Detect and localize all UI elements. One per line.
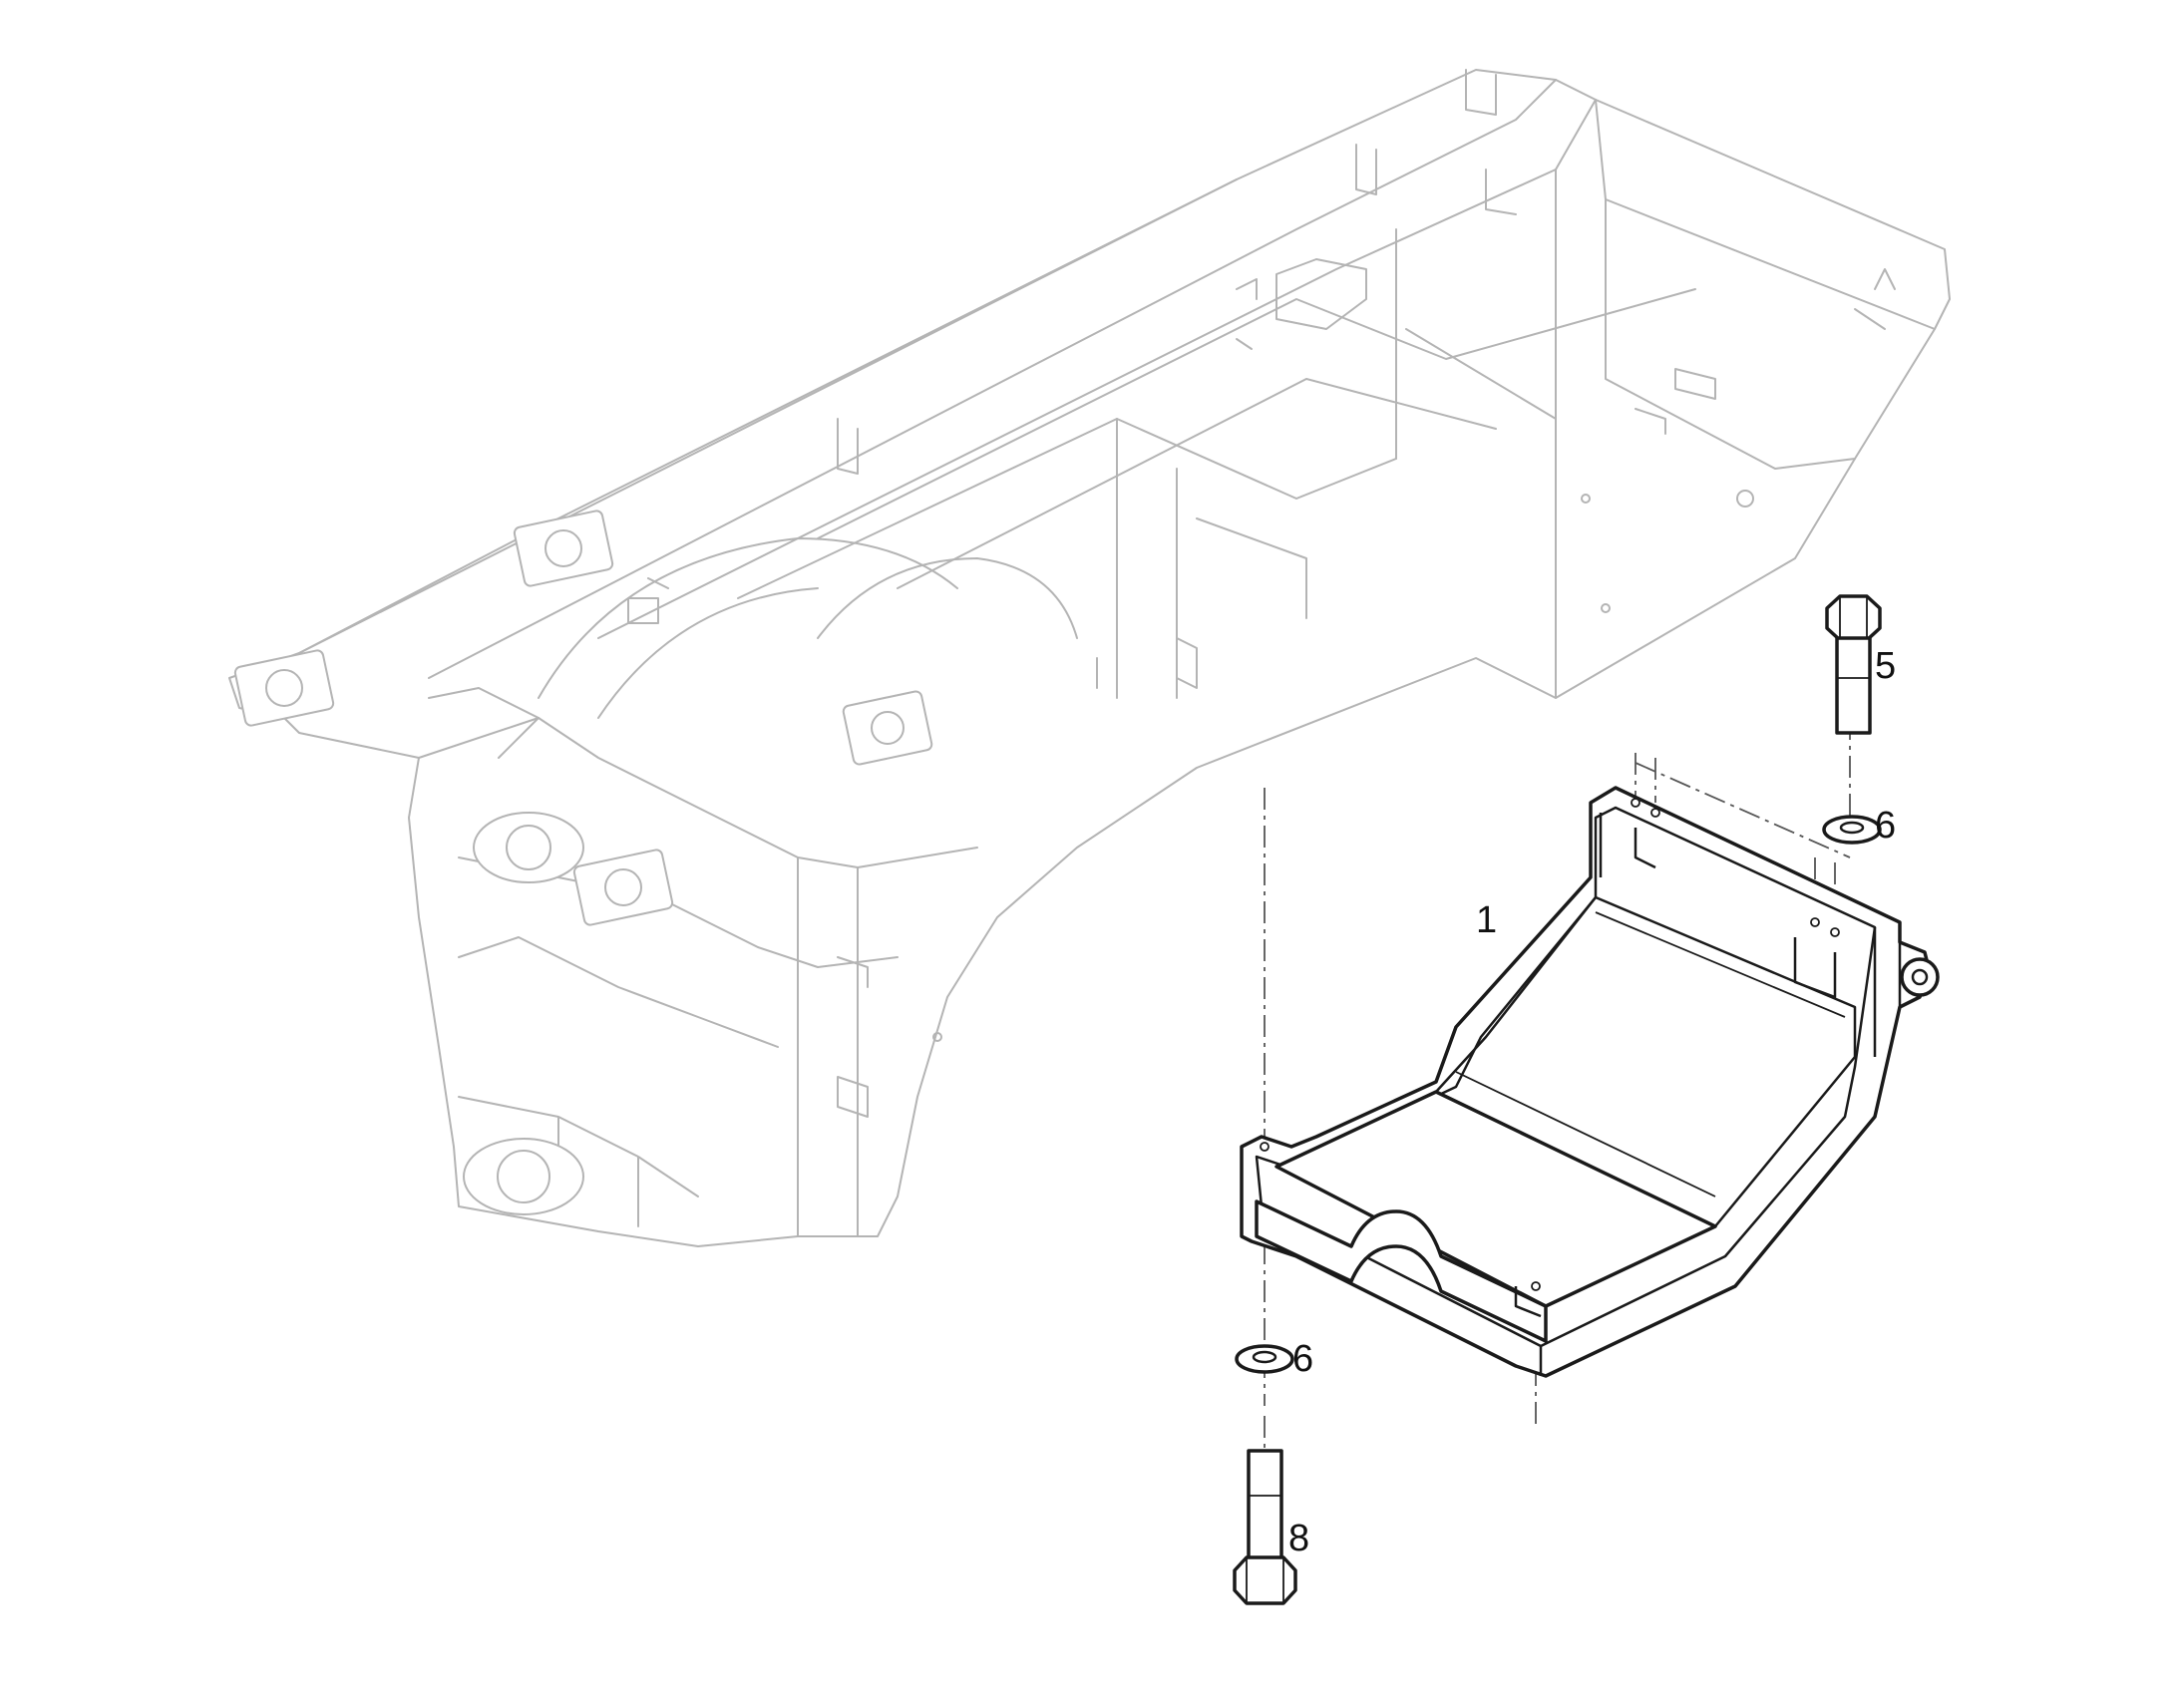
- callout-part-6-bottom: 6: [1292, 1338, 1313, 1380]
- machine-frame: [228, 69, 1951, 1247]
- flange-front: [572, 849, 674, 926]
- guard-plate-part-1: [1240, 786, 1940, 1378]
- flange-bottom: [463, 1138, 584, 1215]
- callout-part-5: 5: [1875, 645, 1896, 687]
- bolt-part-8: [1233, 1449, 1297, 1605]
- flange-top-left: [513, 510, 614, 587]
- flange-center: [842, 690, 933, 766]
- washer-part-6-top: [1822, 815, 1882, 845]
- callout-part-1: 1: [1476, 899, 1497, 941]
- flange-lower-left: [473, 812, 584, 883]
- bolt-part-5: [1825, 594, 1882, 735]
- washer-part-6-bottom: [1235, 1344, 1294, 1374]
- callout-part-8: 8: [1288, 1518, 1309, 1559]
- flange-left: [233, 649, 335, 727]
- callout-part-6-top: 6: [1875, 805, 1896, 847]
